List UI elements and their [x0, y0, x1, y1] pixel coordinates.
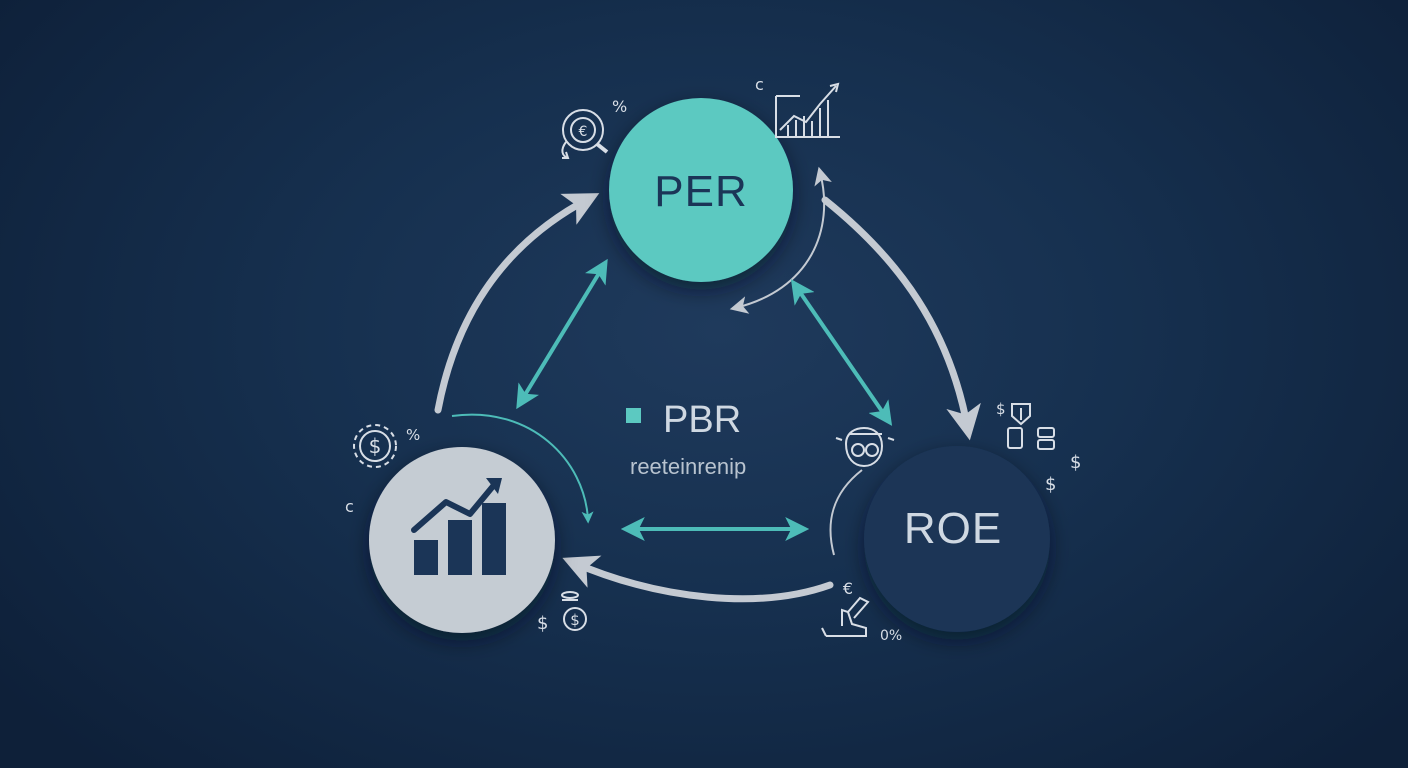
pbr-sublabel: reeteinrenip — [630, 454, 746, 479]
teal-arrow-per-roe — [790, 279, 893, 426]
dollar-coin-icon — [561, 591, 587, 631]
arc-per-return — [729, 166, 832, 314]
teal-arrow-per-pbr — [516, 258, 608, 410]
hand-coin-icon — [821, 596, 870, 637]
roe-circle — [864, 446, 1050, 632]
pbr-bullet — [626, 408, 641, 423]
gear-dollar-icon — [353, 424, 397, 468]
line-chart-icon — [775, 82, 840, 138]
roe-right-dollar-1: $ — [1070, 452, 1081, 473]
arc-growth-sweep — [451, 413, 594, 524]
person-icon — [835, 426, 895, 468]
per-label: PER — [654, 167, 747, 216]
node-per — [609, 98, 793, 282]
roe-label: ROE — [904, 504, 1002, 553]
blocks-dollar-icon — [1007, 403, 1055, 450]
arrow-roe-to-growth — [562, 555, 834, 603]
growth-left-percent: % — [406, 426, 420, 444]
arc-roe-side — [829, 469, 863, 556]
bar-growth-icon — [411, 478, 506, 575]
euro-symbol: € — [579, 124, 588, 140]
coin-dollar-symbol: $ — [570, 611, 580, 629]
arrow-per-to-roe — [821, 196, 981, 441]
gear-dollar-symbol: $ — [369, 434, 382, 458]
roe-bottom-percent: 0% — [880, 628, 902, 644]
arrow-growth-to-per — [434, 193, 600, 414]
roe-right-dollar-2: $ — [1045, 474, 1056, 495]
hand-coin-symbol: € — [843, 579, 853, 598]
euro-search-icon — [561, 109, 609, 159]
per-right-c: c — [755, 75, 764, 94]
node-roe — [864, 446, 1050, 632]
roe-top-dollar: $ — [996, 400, 1006, 418]
growth-bottom-dollar: $ — [537, 613, 548, 634]
growth-left-c: c — [345, 497, 354, 516]
pbr-label: PBR — [663, 399, 741, 441]
per-circle — [609, 98, 793, 282]
per-left-percent: % — [612, 97, 627, 116]
